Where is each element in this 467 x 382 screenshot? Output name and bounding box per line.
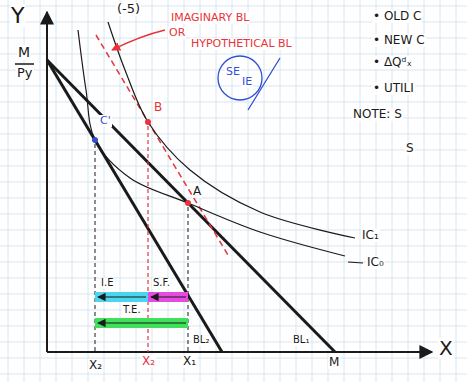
grid-line [216, 0, 217, 382]
note-text: • UTILI [372, 82, 415, 95]
quantity-label: X₂ [141, 355, 156, 368]
grid-line [0, 182, 467, 183]
line-label: BL₂ [192, 335, 210, 346]
quantity-label: X₂ [88, 359, 103, 372]
substitution-effect-bar [148, 292, 188, 302]
hypothetical-budget-line [96, 35, 228, 255]
grid-line [56, 0, 57, 382]
grid-line [0, 134, 467, 135]
grid-line [0, 310, 467, 311]
effect-arrow [98, 296, 146, 297]
note-text: IE [241, 76, 253, 88]
grid-line [312, 0, 313, 382]
grid-line [0, 262, 467, 263]
grid-line [0, 326, 467, 327]
callout-arrow [112, 30, 165, 50]
grid-line [0, 198, 467, 199]
grid-line [0, 246, 467, 247]
grid-line [424, 0, 425, 382]
point-label: A [192, 185, 202, 198]
effect-label: S.F. [152, 278, 171, 289]
effect-arrow [151, 296, 186, 297]
note-text: • ΔQᵈₓ [372, 56, 413, 69]
note-text: (-5) [116, 2, 141, 16]
grid-line [296, 0, 297, 382]
grid-line [0, 230, 467, 231]
grid-line [0, 278, 467, 279]
callout-text: HYPOTHETICAL BL [190, 38, 293, 50]
income-effect-bar [95, 292, 148, 302]
effect-label: T.E. [122, 305, 142, 316]
quantity-label: X₁ [182, 355, 197, 368]
grid-line [0, 294, 467, 295]
curve-label: IC₀ [366, 256, 385, 269]
grid-line [40, 0, 41, 382]
grid-line [8, 0, 9, 382]
x-axis [47, 351, 432, 353]
grid-line [0, 342, 467, 343]
point-c [92, 137, 98, 143]
grid-line [360, 0, 361, 382]
grid-line [344, 0, 345, 382]
grid-line [0, 6, 467, 7]
effect-arrow [98, 322, 186, 323]
grid-line [0, 150, 467, 151]
point-a [185, 200, 191, 206]
grid-line [0, 166, 467, 167]
fraction-bar [15, 63, 34, 65]
intercept-label: M [17, 45, 31, 60]
intercept-label: M [328, 356, 340, 369]
grid-line [88, 0, 89, 382]
indifference-curve [108, 22, 355, 238]
note-text: S [405, 142, 415, 155]
grid-line [264, 0, 265, 382]
callout-text: OR [168, 27, 186, 39]
axis-label: Y [10, 4, 25, 27]
point-b [145, 119, 151, 125]
curve-label: IC₁ [361, 229, 380, 242]
line-label: BL₁ [292, 335, 310, 346]
grid-line [440, 0, 441, 382]
grid-line [0, 214, 467, 215]
effect-label: I.E [100, 278, 114, 289]
grid-line [0, 358, 467, 359]
budget-line-1 [47, 60, 335, 352]
leader-line [348, 262, 363, 263]
axis-label: X [438, 338, 454, 359]
grid-line [0, 374, 467, 375]
note-text: SE [225, 66, 241, 78]
blue-circle [218, 56, 262, 100]
total-effect-bar [95, 318, 188, 328]
drop-line [188, 207, 189, 352]
intercept-label: Py [16, 66, 34, 80]
point-label: B [153, 101, 163, 114]
grid-line [456, 0, 457, 382]
indifference-curve [78, 30, 345, 256]
callout-text: IMAGINARY BL [170, 12, 250, 24]
grid-line [280, 0, 281, 382]
note-text: NOTE: S [352, 108, 403, 121]
point-label: C' [99, 115, 112, 127]
grid-line [0, 54, 467, 55]
grid-line [72, 0, 73, 382]
note-text: • NEW C [372, 34, 426, 47]
note-text: • OLD C [372, 10, 422, 23]
grid-line [0, 102, 467, 103]
grid-line [328, 0, 329, 382]
